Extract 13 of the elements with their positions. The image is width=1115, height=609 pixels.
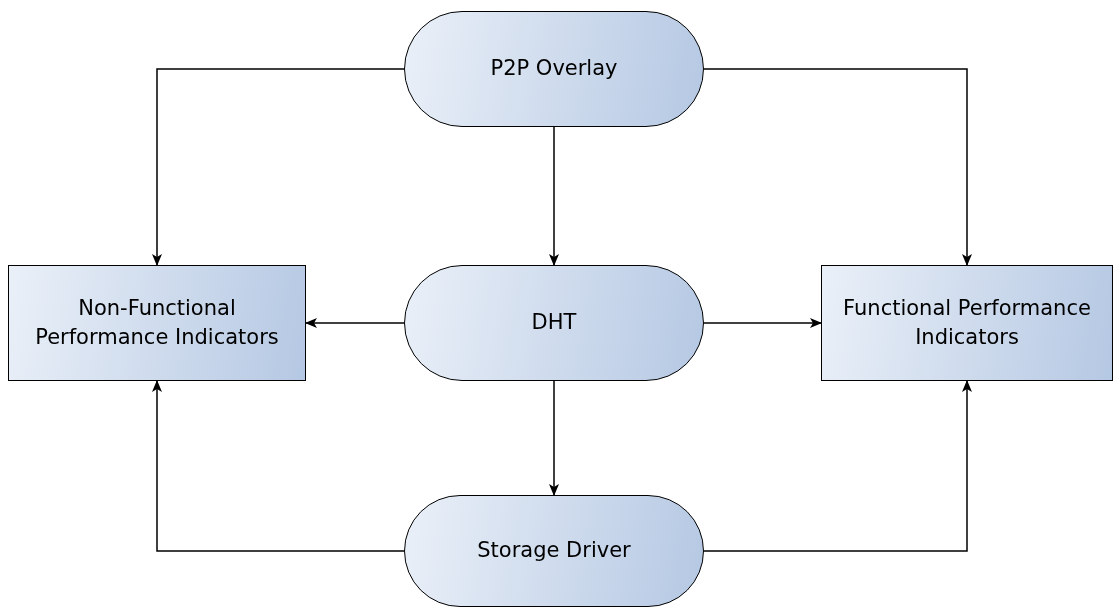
arrow bbox=[549, 380, 559, 496]
arrow bbox=[305, 318, 405, 328]
terminal-node: DHT bbox=[404, 265, 704, 381]
arrow bbox=[703, 380, 972, 552]
arrow bbox=[703, 318, 822, 328]
arrow bbox=[152, 380, 405, 552]
arrow bbox=[549, 126, 559, 266]
terminal-node: P2P Overlay bbox=[404, 11, 704, 127]
arrow bbox=[703, 68, 972, 266]
process-box: Functional Performance Indicators bbox=[821, 265, 1113, 381]
process-box: Non-Functional Performance Indicators bbox=[8, 265, 306, 381]
arrow bbox=[152, 68, 405, 266]
terminal-node: Storage Driver bbox=[404, 495, 704, 607]
